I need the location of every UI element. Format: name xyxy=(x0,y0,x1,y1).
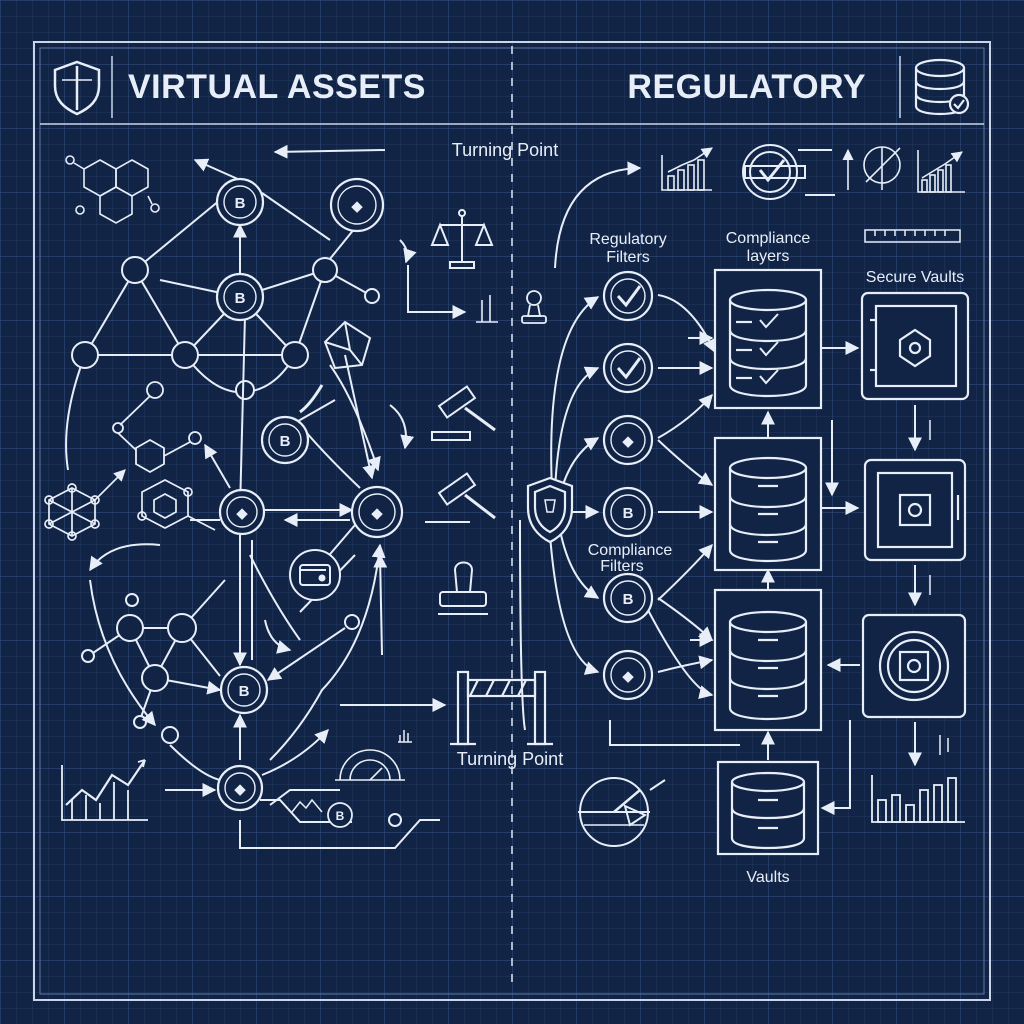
vault-database xyxy=(716,760,820,856)
ruler-icon xyxy=(864,229,961,243)
bitcoin-glyph: B xyxy=(623,591,634,608)
secure-vaults-label: Secure Vaults xyxy=(866,269,964,286)
molecule-icon xyxy=(112,381,202,474)
ethereum-glyph: ◆ xyxy=(371,505,383,522)
bitcoin-coin-top: B xyxy=(215,177,265,227)
ethereum-coin-top: ◆ xyxy=(329,177,385,233)
compass-icon xyxy=(842,146,901,190)
shield-icon xyxy=(53,60,101,116)
filter-flow-lines xyxy=(519,161,922,815)
seal-check-icon xyxy=(742,144,835,200)
ethereum-coin-bottom: ◆ xyxy=(216,764,264,812)
stamp-icon xyxy=(438,561,488,615)
filter-check-1 xyxy=(602,270,654,322)
regulatory-filters-label-2: Filters xyxy=(606,249,650,266)
ethereum-coin-right: ◆ xyxy=(350,485,404,539)
gavel-icon xyxy=(431,385,496,441)
compliance-layers-label-1: Compliance xyxy=(726,230,811,247)
secure-vault-3 xyxy=(861,613,967,719)
bitcoin-glyph: B xyxy=(235,195,246,212)
pillar-icon xyxy=(476,295,498,323)
secure-vault-2 xyxy=(863,458,967,562)
bitcoin-glyph: B xyxy=(235,290,246,307)
shield-emblem-icon xyxy=(526,476,574,544)
hex-cluster-icon xyxy=(65,155,160,224)
compliance-layers-label-2: layers xyxy=(747,248,790,265)
filter-ethereum-2: ◆ xyxy=(602,649,654,701)
tick-marks xyxy=(929,420,949,755)
bottom-bar-chart-icon xyxy=(871,775,965,823)
database-check-icon xyxy=(914,58,970,116)
ethereum-glyph: ◆ xyxy=(351,198,363,215)
left-title: VIRTUAL ASSETS xyxy=(128,68,426,106)
stamp-icon-2 xyxy=(521,290,547,324)
filter-ethereum-1: ◆ xyxy=(602,414,654,466)
gauge-icon xyxy=(335,749,405,781)
target-icon xyxy=(578,777,666,847)
scales-icon xyxy=(430,209,494,269)
bitcoin-coin-mid: B xyxy=(260,415,310,465)
token-gem-icon xyxy=(299,320,372,414)
filter-check-2 xyxy=(602,342,654,394)
ethereum-glyph: ◆ xyxy=(236,505,248,522)
compliance-layer-1 xyxy=(713,268,823,410)
filter-bitcoin-2: B xyxy=(602,572,654,624)
compliance-filters-label-1: Compliance xyxy=(588,542,673,559)
regulatory-filters-label-1: Regulatory xyxy=(589,231,666,248)
turning-point-label-top: Turning Point xyxy=(452,140,558,160)
ethereum-glyph: ◆ xyxy=(622,433,634,450)
compliance-layer-2 xyxy=(713,436,823,572)
gavel-icon-2 xyxy=(425,472,496,523)
bitcoin-coin-lower: B xyxy=(219,665,269,715)
turning-point-label-bottom: Turning Point xyxy=(457,749,563,769)
mini-bars-icon xyxy=(398,730,412,743)
mountain-icon xyxy=(291,798,323,813)
bar-chart-icon xyxy=(661,147,713,191)
bitcoin-glyph: B xyxy=(336,809,345,823)
compliance-layer-3 xyxy=(713,588,823,732)
ethereum-glyph: ◆ xyxy=(234,781,246,798)
filter-bitcoin-1: B xyxy=(602,486,654,538)
bitcoin-coin-small: B xyxy=(327,802,353,828)
hex-network-icon-2 xyxy=(137,479,216,531)
growth-chart-icon xyxy=(917,150,965,193)
right-title: REGULATORY xyxy=(627,68,866,106)
bitcoin-coin-center: B xyxy=(215,272,265,322)
bitcoin-glyph: B xyxy=(239,683,250,700)
line-chart-icon xyxy=(61,759,148,821)
outer-frame xyxy=(33,41,991,1001)
bitcoin-glyph: B xyxy=(623,505,634,522)
hex-network-icon xyxy=(44,469,126,541)
wallet-coin xyxy=(289,549,341,601)
compliance-filters-label-2: Filters xyxy=(600,558,644,575)
ethereum-glyph: ◆ xyxy=(622,668,634,685)
secure-vault-1 xyxy=(860,291,970,401)
vaults-label: Vaults xyxy=(746,869,789,886)
ethereum-coin-left: ◆ xyxy=(218,488,266,536)
bitcoin-glyph: B xyxy=(280,433,291,450)
barrier-icon xyxy=(450,670,553,746)
